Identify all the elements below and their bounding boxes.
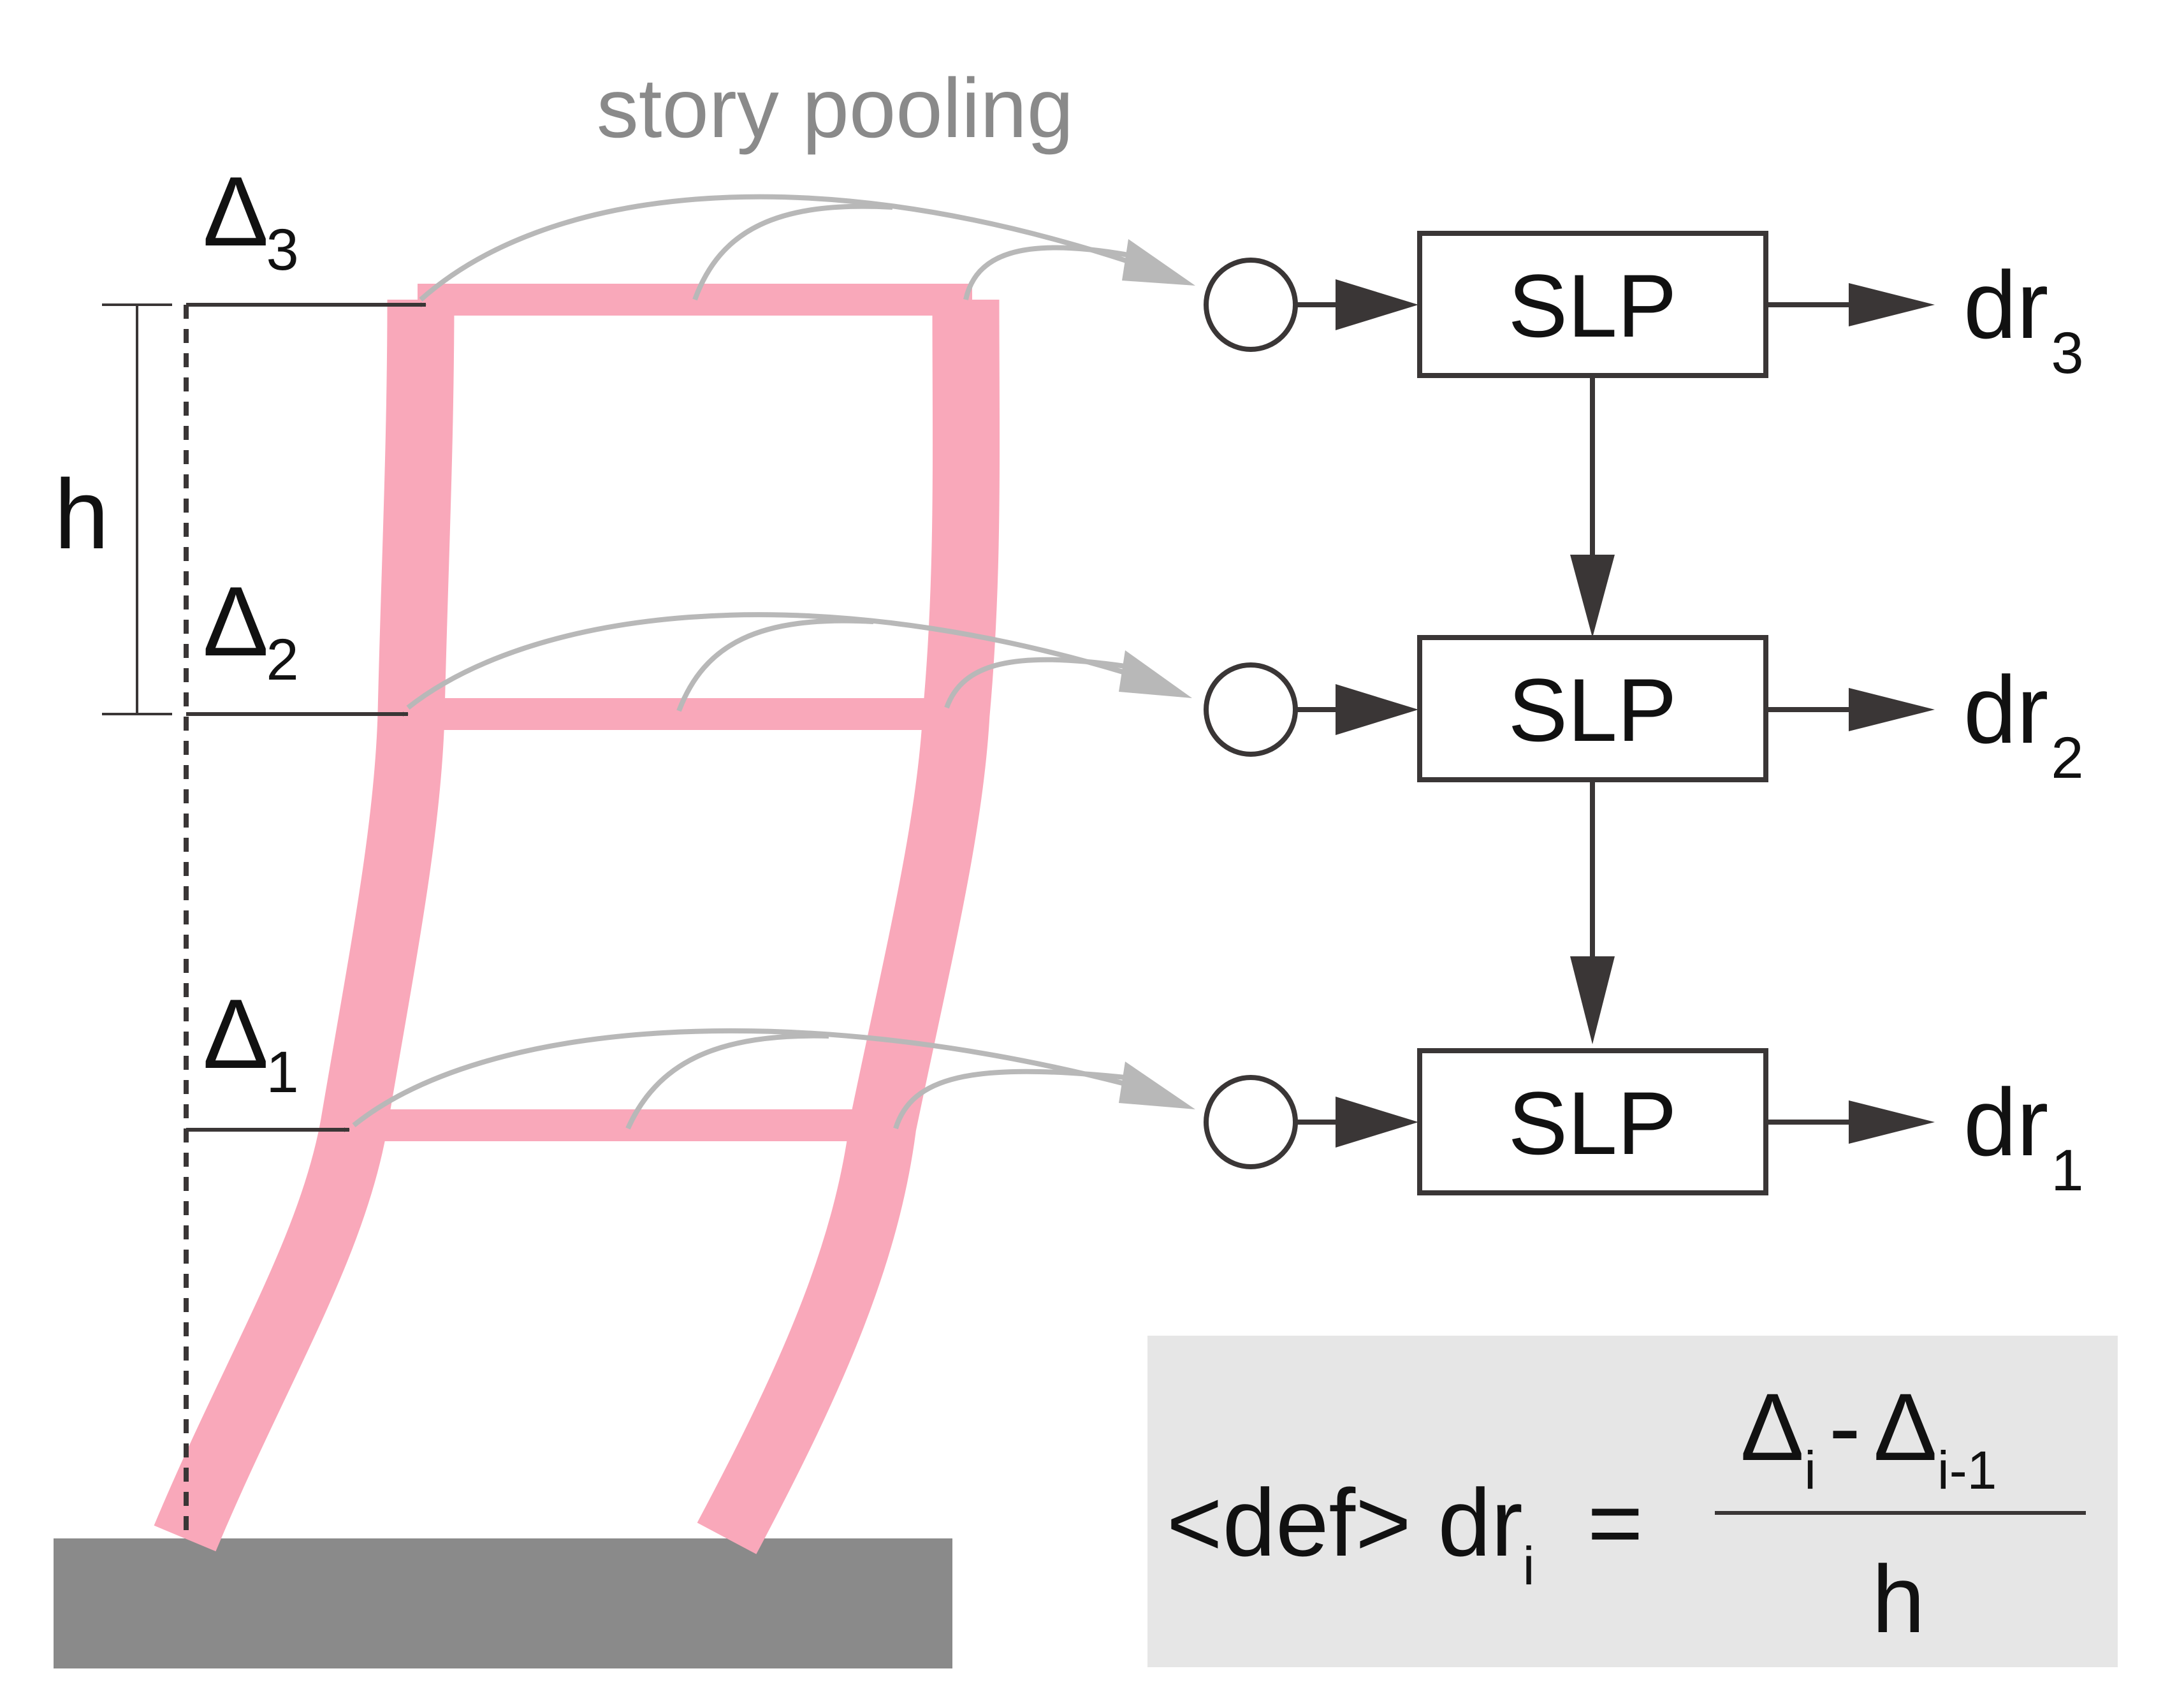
output-label-1: dr1 (1963, 1069, 2084, 1203)
slp-output-arrows (1766, 283, 1935, 1144)
node-to-slp-arrows (1295, 279, 1418, 1148)
pooling-node-1 (1204, 1075, 1298, 1169)
slp-label-3: SLP (1508, 256, 1677, 356)
pooling-curve-3-right (963, 245, 1129, 300)
frame-right-column (697, 299, 1000, 1554)
pooling-head-2 (1119, 650, 1192, 698)
pooling-curve-2-right (944, 657, 1126, 709)
pooling-head-3 (1122, 239, 1195, 286)
pooling-curve-1-mid (625, 1033, 829, 1130)
formula-background (1147, 1336, 2118, 1667)
height-label: h (54, 459, 109, 569)
delta-label-1: Δ1 (203, 979, 299, 1105)
building-frame (154, 284, 1000, 1554)
pooling-curve-3-left (419, 194, 1130, 302)
output-label-2: dr2 (1963, 656, 2084, 791)
frame-left-column (154, 299, 455, 1552)
pooling-nodes (1204, 258, 1298, 1169)
pooling-head-1 (1119, 1062, 1195, 1109)
formula-equals: = (1587, 1469, 1643, 1576)
pooling-node-3 (1204, 258, 1298, 352)
pooling-node-2 (1204, 662, 1298, 757)
slp-chain-arrows (1570, 376, 1615, 1044)
pooling-curve-3-mid (692, 203, 893, 301)
ground-slab (54, 1538, 952, 1668)
displacement-arrows (186, 302, 426, 1132)
slp-block-3: SLP (1417, 231, 1768, 378)
formula-numerator: Δi-Δi-1 (1740, 1373, 1997, 1500)
output-label-3: dr3 (1963, 251, 2084, 386)
delta-label-2: Δ2 (203, 566, 299, 692)
pooling-curve-1-left (352, 1028, 1126, 1128)
formula-denominator: h (1872, 1545, 1925, 1653)
story-pooling-title: story pooling (597, 61, 1074, 155)
slp-block-2: SLP (1417, 635, 1768, 782)
pooling-curve-2-mid (676, 618, 874, 712)
slp-label-2: SLP (1508, 660, 1677, 760)
delta-label-3: Δ3 (203, 156, 299, 282)
slp-block-1: SLP (1417, 1048, 1768, 1195)
pooling-curve-1-right (893, 1069, 1126, 1130)
height-dimension (102, 303, 172, 715)
formula-lhs: <def> dri (1167, 1469, 1534, 1596)
pooling-curve-2-left (406, 612, 1126, 710)
drift-formula: <def> dri = Δi-Δi-1 h (1147, 1336, 2118, 1667)
pooling-arrows (352, 194, 1195, 1130)
slp-label-1: SLP (1508, 1073, 1677, 1173)
